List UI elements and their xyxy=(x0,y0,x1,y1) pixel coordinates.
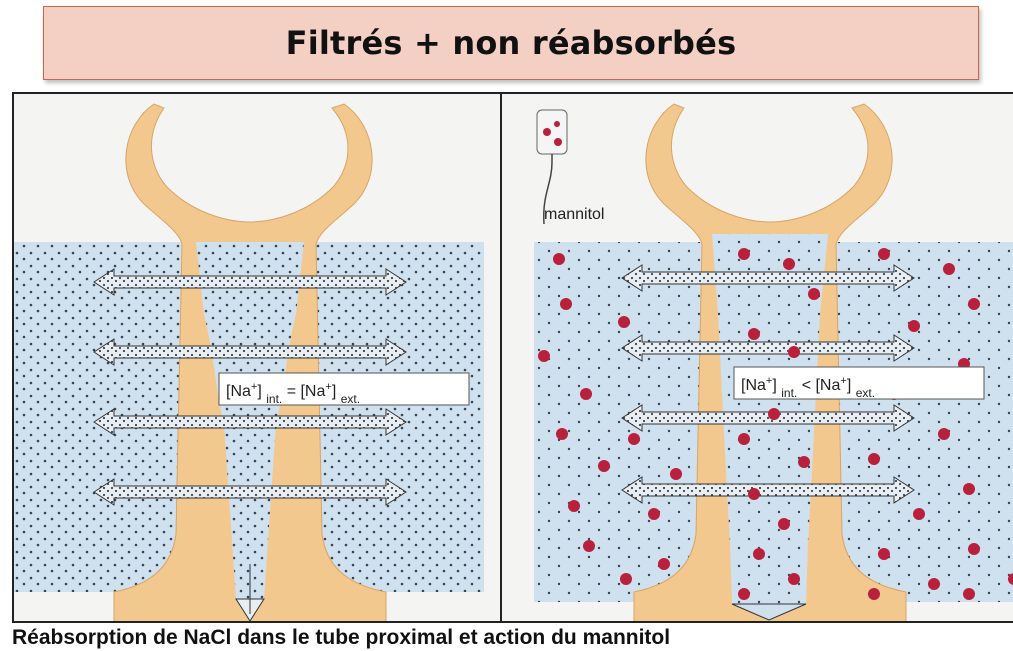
mannitol-particle xyxy=(738,588,750,600)
mannitol-particle xyxy=(583,540,595,552)
mannitol-particle xyxy=(968,298,980,310)
mannitol-particle xyxy=(648,508,660,520)
mannitol-particle xyxy=(938,428,950,440)
mannitol-particle xyxy=(560,298,572,310)
mannitol-particle xyxy=(778,518,790,530)
left-panel: [Na+] int. = [Na+] ext. xyxy=(14,104,484,623)
mannitol-particle xyxy=(568,500,580,512)
title-box: Filtrés + non réabsorbés xyxy=(43,6,979,80)
diagram-figure: [Na+] int. = [Na+] ext. xyxy=(12,92,1013,623)
mannitol-particle xyxy=(788,573,800,585)
mannitol-particle xyxy=(783,258,795,270)
mannitol-particle xyxy=(913,508,925,520)
mannitol-particle xyxy=(580,388,592,400)
mannitol-particle xyxy=(598,460,610,472)
mannitol-particle xyxy=(628,433,640,445)
mannitol-particle xyxy=(620,573,632,585)
mannitol-particle xyxy=(963,588,975,600)
mannitol-particle xyxy=(768,408,780,420)
page-title: Filtrés + non réabsorbés xyxy=(286,24,737,62)
diagram-svg: [Na+] int. = [Na+] ext. xyxy=(14,94,1013,623)
figure-caption: Réabsorption de NaCl dans le tube proxim… xyxy=(12,626,670,650)
mannitol-particle xyxy=(748,488,760,500)
mannitol-particle xyxy=(963,483,975,495)
mannitol-particle xyxy=(538,350,550,362)
mannitol-particle xyxy=(753,548,765,560)
mannitol-particle xyxy=(748,328,760,340)
mannitol-particle xyxy=(908,320,920,332)
mannitol-particle xyxy=(658,558,670,570)
mannitol-particle xyxy=(943,263,955,275)
mannitol-particle xyxy=(553,253,565,265)
mannitol-particle xyxy=(868,453,880,465)
mannitol-particle xyxy=(738,433,750,445)
mannitol-label: mannitol xyxy=(544,206,604,223)
mannitol-particle xyxy=(928,578,940,590)
right-panel: mannitol [Na+] int. < [Na+] ext. xyxy=(534,104,1013,623)
mannitol-particle xyxy=(670,468,682,480)
mannitol-particle xyxy=(868,588,880,600)
mannitol-particle xyxy=(738,248,750,260)
mannitol-particle xyxy=(798,456,810,468)
mannitol-particle xyxy=(808,288,820,300)
mannitol-particle xyxy=(878,248,890,260)
mannitol-particle xyxy=(618,316,630,328)
mannitol-particle xyxy=(788,346,800,358)
mannitol-particle xyxy=(556,428,568,440)
mannitol-particle xyxy=(878,548,890,560)
mannitol-particle xyxy=(968,543,980,555)
